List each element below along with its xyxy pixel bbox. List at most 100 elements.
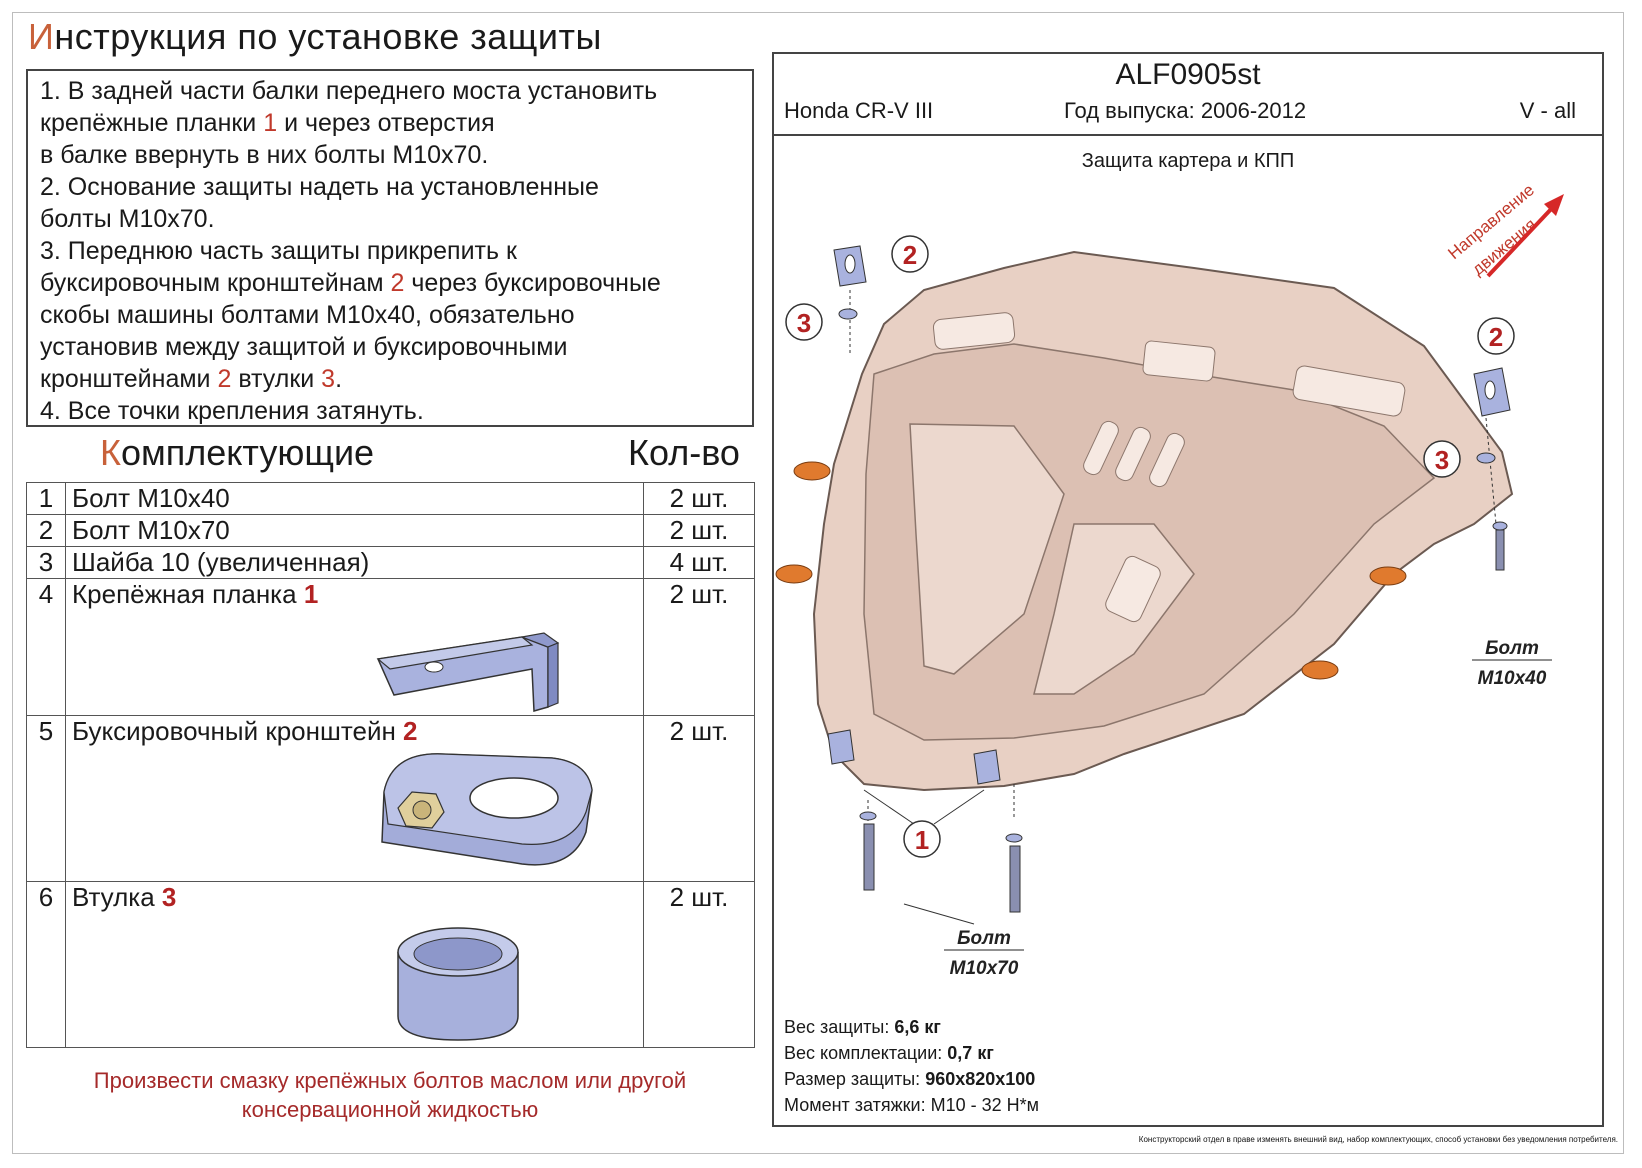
disclaimer-footnote: Конструкторский отдел в праве изменять в…	[1138, 1135, 1618, 1144]
instruction-line: 3. Переднюю часть защиты прикрепить к	[40, 237, 517, 265]
instruction-line: кронштейнами 2 втулки 3.	[40, 363, 740, 395]
instruction-text: буксировочным кронштейнам	[40, 269, 391, 297]
spec-value: 0,7 кг	[947, 1043, 994, 1063]
ref-number: 2	[403, 716, 418, 746]
title-first-letter: И	[28, 16, 55, 57]
mounting-plate-illustration	[376, 632, 560, 712]
page-border	[12, 12, 1624, 1154]
part-name: Буксировочный кронштейн	[72, 716, 404, 746]
part-qty: 4 шт.	[643, 546, 755, 579]
instruction-line: 2. Основание защиты надеть на установлен…	[40, 173, 599, 201]
bolt-size: М10х70	[950, 958, 1019, 979]
part-name: Болт М10х40	[65, 482, 644, 515]
table-row: 2 Болт М10х70 2 шт.	[26, 514, 755, 547]
tow-bracket-illustration	[381, 753, 593, 866]
protection-subtitle: Защита картера и КПП	[1081, 150, 1295, 172]
bolt-size: М10х40	[1478, 668, 1547, 689]
ref-number: 3	[321, 365, 336, 393]
rubber-pad	[1301, 660, 1339, 680]
engine-version: V - all	[1519, 98, 1576, 123]
ref-number: 2	[390, 269, 405, 297]
instruction-text: через буксировочные	[404, 269, 661, 297]
components-first-letter: К	[100, 432, 121, 473]
instructions-box: 1. В задней части балки переднего моста …	[26, 69, 754, 427]
table-row: 1 Болт М10х40 2 шт.	[26, 482, 755, 515]
part-number: 5	[26, 715, 66, 882]
skid-plate	[775, 250, 1514, 792]
callout-3-top: 3	[785, 303, 823, 341]
part-qty: 2 шт.	[643, 578, 755, 716]
callout-2-right: 2	[1477, 317, 1515, 355]
instruction-line: 4. Все точки крепления затянуть.	[40, 397, 424, 425]
quantity-heading: Кол-во	[628, 432, 740, 473]
ref-number: 1	[303, 579, 319, 609]
spec-size: Размер защиты: 960х820х100	[784, 1066, 1039, 1092]
instruction-text: кронштейнами	[40, 365, 218, 393]
instruction-text: .	[335, 365, 343, 393]
instruction-line: скобы машины болтами М10х40, обязательно	[40, 301, 575, 329]
direction-arrow	[1486, 204, 1556, 278]
callout-3-right: 3	[1423, 440, 1461, 478]
product-code: ALF0905st	[1115, 58, 1261, 91]
part-number: 4	[26, 578, 66, 716]
part-qty: 2 шт.	[643, 514, 755, 547]
part-number: 6	[26, 881, 66, 1048]
table-row: 3 Шайба 10 (увеличенная) 4 шт.	[26, 546, 755, 579]
table-row: 4 Крепёжная планка 1 2 шт.	[26, 578, 755, 716]
product-header: ALF0905st Honda CR-V III Год выпуска: 20…	[774, 54, 1602, 136]
part-number: 2	[26, 514, 66, 547]
part-name: Крепёжная планка	[72, 579, 304, 609]
callout-number: 3	[797, 308, 811, 338]
spec-weight: Вес защиты: 6,6 кг	[784, 1014, 1039, 1040]
part-qty: 2 шт.	[643, 715, 755, 882]
callout-2-top: 2	[891, 235, 929, 273]
rubber-pad	[775, 564, 813, 584]
part-name: Втулка	[72, 882, 162, 912]
bolt-m10x70-label: Болт М10х70	[944, 928, 1024, 979]
specifications: Вес защиты: 6,6 кг Вес комплектации: 0,7…	[784, 1014, 1039, 1118]
callout-number: 3	[1435, 445, 1449, 475]
components-rest: омплектующие	[120, 432, 375, 473]
spec-label: Вес защиты:	[784, 1017, 895, 1037]
part-name: Шайба 10 (увеличенная)	[65, 546, 644, 579]
direction-indicator: Направление движения	[1444, 180, 1564, 279]
instruction-line: установив между защитой и буксировочными	[40, 333, 568, 361]
callout-number: 1	[915, 825, 929, 855]
part-number: 3	[26, 546, 66, 579]
part-name: Болт М10х70	[65, 514, 644, 547]
spec-label: Вес комплектации:	[784, 1043, 948, 1063]
spec-value: 960х820х100	[925, 1069, 1036, 1089]
bolt-word: Болт	[957, 928, 1011, 949]
bushing-illustration	[397, 927, 519, 1041]
ref-number: 2	[217, 365, 232, 393]
part-cell: Буксировочный кронштейн 2	[65, 715, 644, 882]
part-qty: 2 шт.	[643, 482, 755, 515]
instruction-text: и через отверстия	[277, 109, 495, 137]
ref-number: 1	[263, 109, 278, 137]
spec-torque: Момент затяжки: М10 - 32 Н*м	[784, 1095, 1040, 1115]
instruction-text: крепёжные планки	[40, 109, 264, 137]
page-title: Инструкция по установке защиты	[28, 16, 602, 58]
lube-line: консервационной жидкостью	[241, 1097, 539, 1122]
instruction-text: втулки	[231, 365, 322, 393]
rubber-pad	[793, 461, 831, 481]
vehicle-model: Honda CR-V III	[784, 98, 934, 123]
table-row: 5 Буксировочный кронштейн 2 2 шт.	[26, 715, 755, 882]
bolt-word: Болт	[1485, 638, 1539, 659]
table-row: 6 Втулка 3 2 шт.	[26, 881, 755, 1048]
bolt-m10x40-label: Болт М10х40	[1472, 638, 1552, 689]
components-heading: Комплектующие	[100, 432, 374, 474]
lube-line: Произвести смазку крепёжных болтов масло…	[93, 1068, 687, 1093]
assembly-drawing: Направление движения	[775, 180, 1564, 979]
spec-value: 6,6 кг	[894, 1017, 941, 1037]
title-rest: нструкция по установке защиты	[54, 16, 602, 57]
instruction-line: 1. В задней части балки переднего моста …	[40, 77, 658, 105]
callout-number: 2	[903, 240, 917, 270]
part-cell: Крепёжная планка 1	[65, 578, 644, 716]
callout-number: 2	[1489, 322, 1503, 352]
part-number: 1	[26, 482, 66, 515]
rubber-pad	[1369, 566, 1407, 586]
part-cell: Втулка 3	[65, 881, 644, 1048]
fasteners	[827, 245, 1511, 925]
lubrication-note: Произвести смазку крепёжных болтов масло…	[26, 1066, 754, 1124]
